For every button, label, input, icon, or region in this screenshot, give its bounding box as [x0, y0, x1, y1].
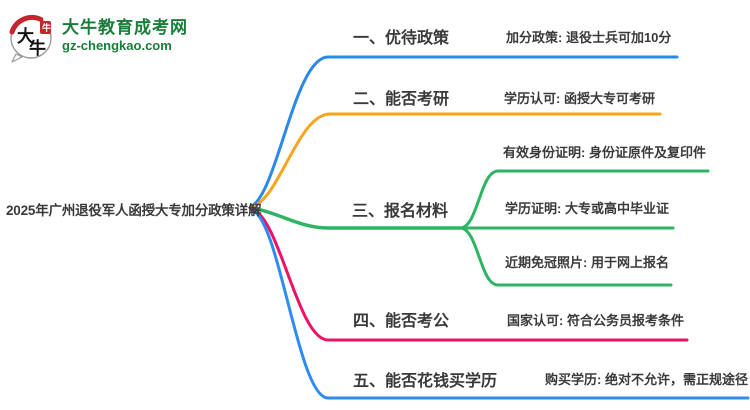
svg-text:牛: 牛: [42, 22, 51, 33]
branch-5-child-1: 购买学历: 绝对不允许，需正规途径: [545, 372, 748, 387]
logo-bubble-icon: 牛 大 牛: [8, 12, 56, 64]
central-topic: 2025年广州退役军人函授大专加分政策详解: [6, 203, 262, 218]
branch-3-line: [250, 206, 462, 230]
logo-title: 大牛教育成考网: [62, 18, 188, 37]
logo-url: gz-chengkao.com: [62, 37, 172, 53]
branch-3-child-1-line: [458, 169, 710, 230]
branch-3-label: 三、报名材料: [352, 203, 449, 220]
branch-3-child-3: 近期免冠照片: 用于网上报名: [505, 255, 669, 270]
site-logo[interactable]: 牛 大 牛 大牛教育成考网 gz-chengkao.com: [8, 12, 188, 64]
logo-red-arc: [9, 15, 44, 35]
svg-text:牛: 牛: [29, 38, 46, 58]
branch-3-child-2: 学历证明: 大专或高中毕业证: [505, 201, 669, 216]
branch-5-line: [250, 208, 750, 400]
branch-3-child-1: 有效身份证明: 身份证原件及复印件: [503, 145, 706, 160]
branch-2-label: 二、能否考研: [353, 91, 450, 108]
branch-2-child-1: 学历认可: 函授大专可考研: [504, 91, 655, 106]
branch-1-child-1: 加分政策: 退役士兵可加10分: [506, 30, 672, 45]
branch-4-line: [250, 207, 689, 342]
branch-2-line: [250, 112, 662, 209]
branch-1-label: 一、优待政策: [353, 30, 450, 47]
branch-3-child-3-line: [458, 226, 673, 287]
logo-seal-icon: [40, 21, 51, 34]
branch-1-line: [250, 55, 679, 208]
branch-5-label: 五、能否花钱买学历: [353, 373, 498, 390]
svg-text:大: 大: [17, 26, 34, 46]
branch-4-label: 四、能否考公: [353, 313, 450, 330]
branch-4-child-1: 国家认可: 符合公务员报考条件: [507, 313, 684, 328]
